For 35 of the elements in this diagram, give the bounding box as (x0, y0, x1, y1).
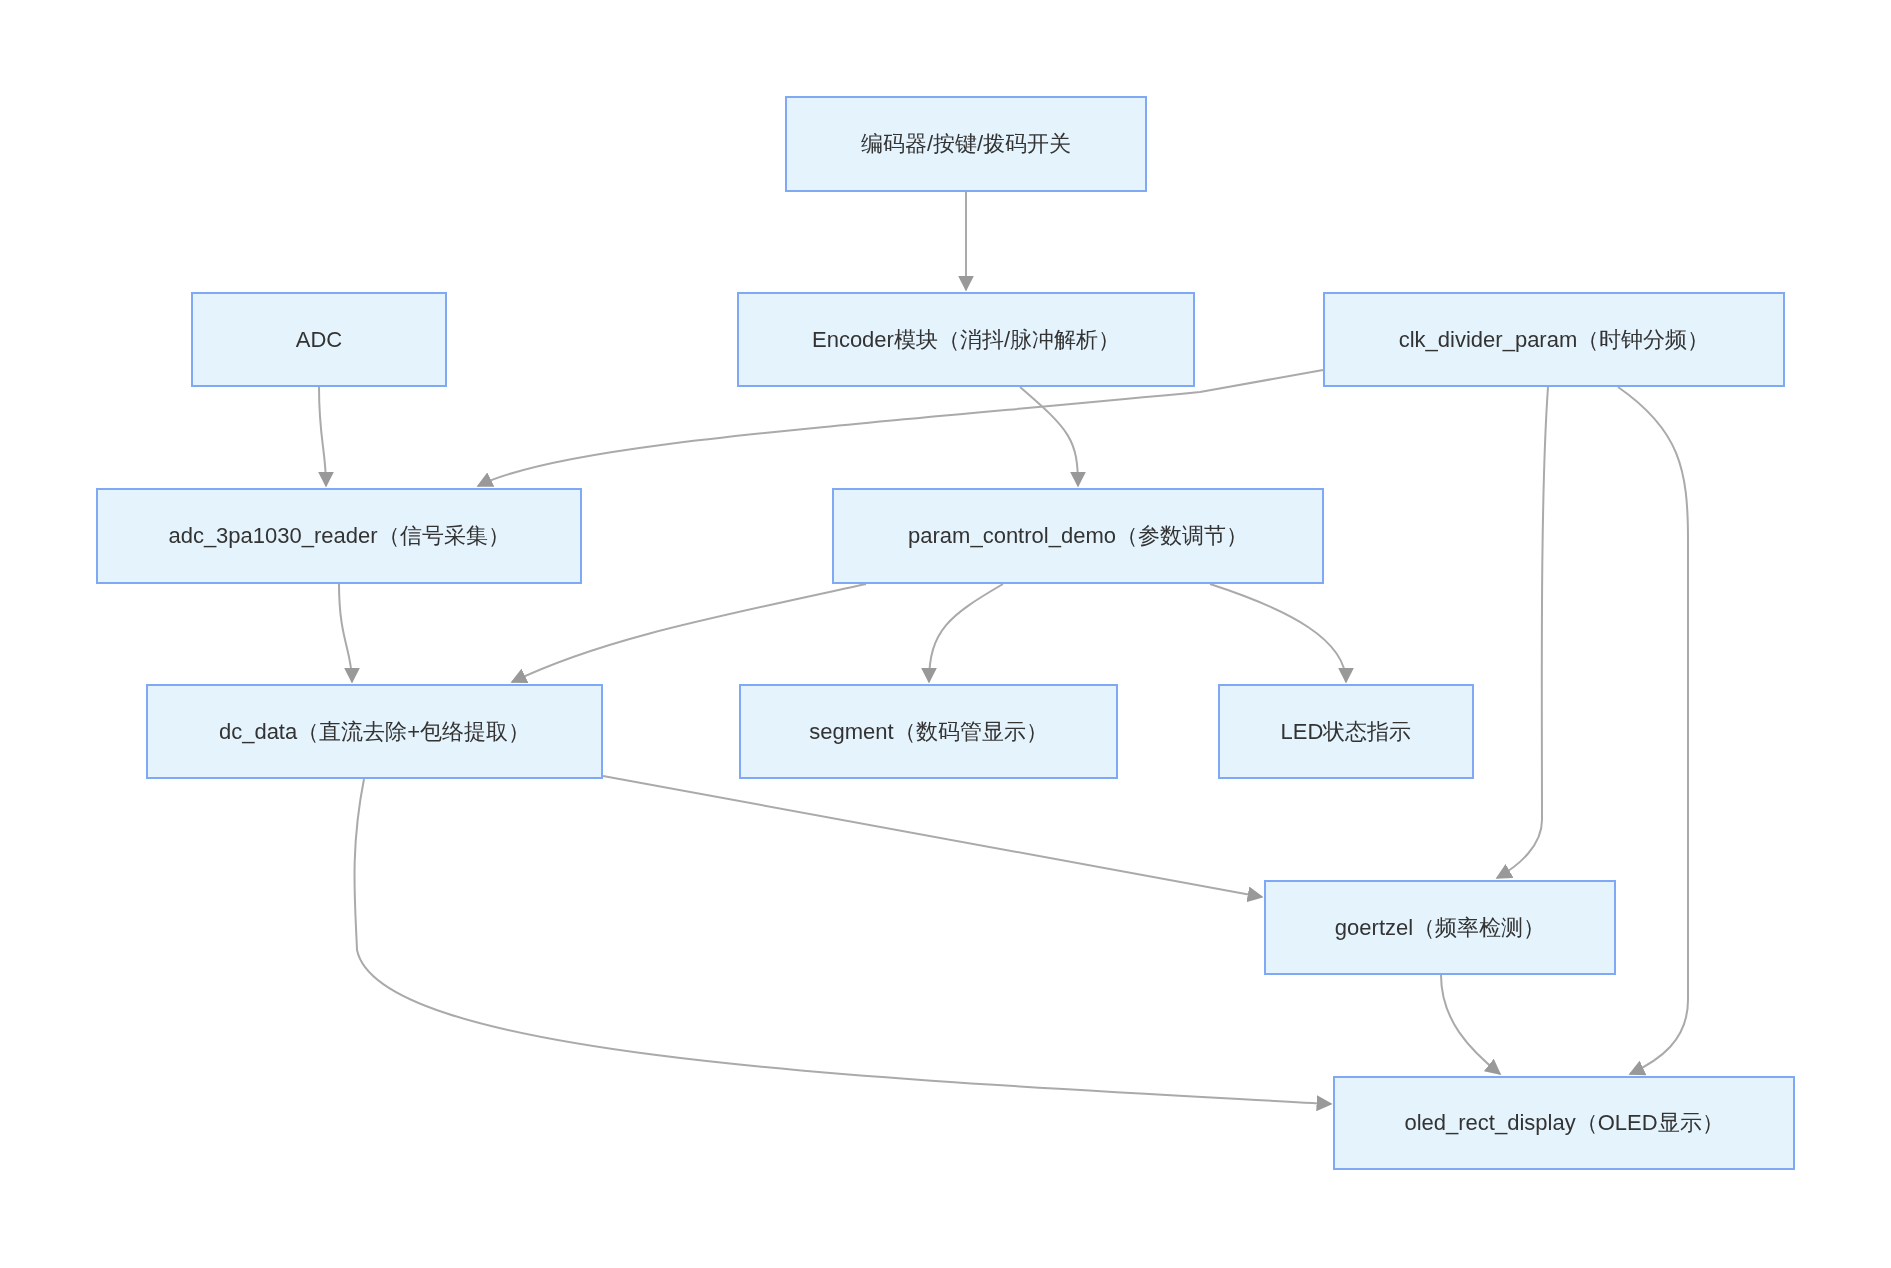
process-box (739, 684, 1118, 779)
box-label: oled_rect_display（OLED显示） (1404, 1109, 1724, 1137)
arrow (353, 778, 1333, 1112)
box-label: goertzel（频率检测） (1334, 913, 1546, 942)
arrow (1440, 974, 1502, 1075)
box-label: param_control_demo（参数调节） (908, 522, 1248, 550)
arrow (510, 583, 867, 684)
box-label: dc_data（直流去除+包络提取） (218, 717, 531, 746)
box-label: Encoder模块（消抖/脉冲解析） (811, 325, 1121, 354)
box-label: ADC (295, 326, 343, 353)
box-label: LED状态指示 (1280, 717, 1412, 746)
process-box (737, 292, 1195, 387)
box-label: 编码器/按键/拨码开关 (860, 130, 1072, 158)
arrow (1617, 386, 1689, 1075)
process-box (1333, 1076, 1795, 1170)
process-box (785, 96, 1147, 192)
box-label: adc_3pa1030_reader（信号采集） (168, 522, 510, 550)
process-box (146, 684, 603, 779)
arrow (1019, 386, 1086, 488)
arrow (1209, 583, 1353, 684)
box-label: clk_divider_param（时钟分频） (1398, 325, 1710, 354)
process-box (191, 292, 447, 387)
process-box (1323, 292, 1785, 387)
arrow (338, 583, 360, 684)
arrow (921, 583, 1004, 684)
arrow (602, 775, 1264, 903)
process-box (1264, 880, 1616, 975)
arrow (958, 191, 974, 292)
process-box (96, 488, 582, 584)
arrow (476, 369, 1324, 488)
process-box (832, 488, 1324, 584)
box-label: segment（数码管显示） (809, 717, 1048, 746)
arrow (317, 386, 334, 488)
process-box (1218, 684, 1474, 779)
arrow (1495, 386, 1549, 879)
